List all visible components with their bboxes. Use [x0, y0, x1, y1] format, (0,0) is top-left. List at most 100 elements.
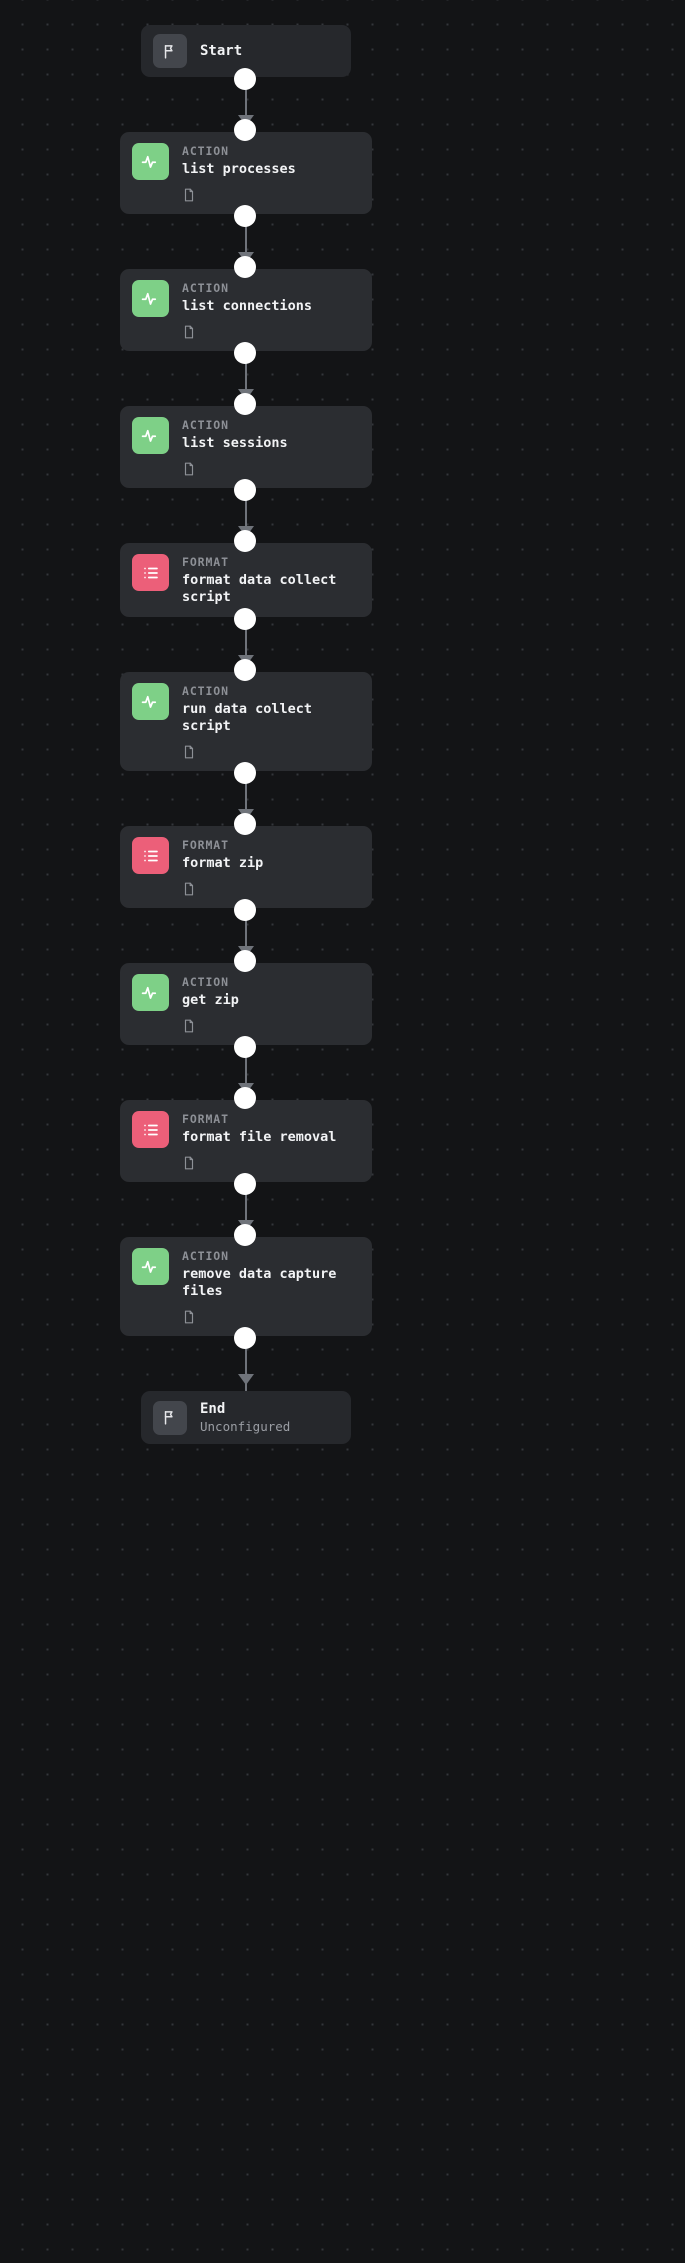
end-node[interactable]: End Unconfigured — [141, 1391, 351, 1444]
connector-dot-bottom[interactable] — [234, 659, 256, 681]
flag-icon — [153, 1400, 187, 1435]
node-kicker: ACTION — [182, 281, 229, 295]
connector-dot-bottom[interactable] — [234, 950, 256, 972]
workflow-node-format-zip[interactable]: FORMAT format zip — [120, 826, 372, 908]
node-title: format file removal — [182, 1129, 337, 1145]
start-node-label: Start — [200, 43, 243, 59]
node-title: remove data capture files — [182, 1266, 337, 1299]
end-node-status: Unconfigured — [200, 1419, 291, 1434]
list-icon — [132, 1111, 169, 1148]
connector — [120, 608, 372, 681]
connector-dot-top[interactable] — [234, 1036, 256, 1058]
connector-line — [245, 617, 247, 672]
connector-line — [245, 908, 247, 963]
node-title: run data collect script — [182, 701, 313, 734]
connector-dot-bottom[interactable] — [234, 256, 256, 278]
node-title: get zip — [182, 992, 239, 1008]
connector — [120, 899, 372, 972]
document-icon[interactable] — [182, 461, 360, 477]
connector-dot-bottom[interactable] — [234, 119, 256, 141]
connector-line — [245, 351, 247, 406]
node-title: list sessions — [182, 435, 288, 451]
node-body: ACTION run data collect script — [182, 683, 360, 760]
connector-dot-top[interactable] — [234, 342, 256, 364]
connector-dot-top[interactable] — [234, 899, 256, 921]
connector-end — [120, 1327, 372, 1391]
node-title: list connections — [182, 298, 313, 314]
end-node-body: End Unconfigured — [200, 1400, 339, 1435]
node-title: format data collect script — [182, 572, 337, 605]
node-kicker: ACTION — [182, 418, 229, 432]
connector-line — [245, 1336, 247, 1391]
document-icon[interactable] — [182, 1018, 360, 1034]
connector-line — [245, 1182, 247, 1237]
end-node-label: End — [200, 1401, 226, 1417]
connector — [120, 479, 372, 552]
node-kicker: ACTION — [182, 1249, 229, 1263]
workflow-node-remove-data-capture-files[interactable]: ACTION remove data capture files — [120, 1237, 372, 1336]
workflow-node-list-sessions[interactable]: ACTION list sessions — [120, 406, 372, 488]
connector-dot-bottom[interactable] — [234, 530, 256, 552]
start-node-body: Start — [200, 42, 339, 60]
node-kicker: ACTION — [182, 144, 229, 158]
document-icon[interactable] — [182, 324, 360, 340]
connector-line — [245, 214, 247, 269]
connector — [120, 762, 372, 835]
node-kicker: ACTION — [182, 975, 229, 989]
connector-line — [245, 771, 247, 826]
document-icon[interactable] — [182, 881, 360, 897]
workflow-node-list-processes[interactable]: ACTION list processes — [120, 132, 372, 214]
document-icon[interactable] — [182, 744, 360, 760]
node-title: list processes — [182, 161, 296, 177]
node-body: FORMAT format zip — [182, 837, 360, 897]
connector-dot-top[interactable] — [234, 1327, 256, 1349]
node-body: ACTION list sessions — [182, 417, 360, 477]
connector-line — [245, 488, 247, 543]
workflow-node-run-data-collect-script[interactable]: ACTION run data collect script — [120, 672, 372, 771]
node-body: FORMAT format file removal — [182, 1111, 360, 1171]
connector-line — [245, 77, 247, 132]
workflow-node-format-file-removal[interactable]: FORMAT format file removal — [120, 1100, 372, 1182]
list-icon — [132, 837, 169, 874]
workflow-node-format-data-collect-script[interactable]: FORMAT format data collect script — [120, 543, 372, 617]
connector-dot-top[interactable] — [234, 205, 256, 227]
connector-dot-bottom[interactable] — [234, 393, 256, 415]
node-kicker: FORMAT — [182, 1112, 229, 1126]
pulse-icon — [132, 417, 169, 454]
pulse-icon — [132, 280, 169, 317]
connector — [120, 1173, 372, 1246]
list-icon — [132, 554, 169, 591]
connector-dot-top[interactable] — [234, 68, 256, 90]
workflow-node-list-connections[interactable]: ACTION list connections — [120, 269, 372, 351]
pulse-icon — [132, 974, 169, 1011]
document-icon[interactable] — [182, 1309, 360, 1325]
node-body: ACTION get zip — [182, 974, 360, 1034]
pulse-icon — [132, 683, 169, 720]
connector-arrow — [238, 1374, 254, 1385]
node-title: format zip — [182, 855, 264, 871]
node-body: ACTION remove data capture files — [182, 1248, 360, 1325]
connector-dot-bottom[interactable] — [234, 813, 256, 835]
connector — [120, 342, 372, 415]
node-body: FORMAT format data collect script — [182, 554, 360, 606]
pulse-icon — [132, 143, 169, 180]
workflow-node-get-zip[interactable]: ACTION get zip — [120, 963, 372, 1045]
connector-dot-bottom[interactable] — [234, 1087, 256, 1109]
connector-line — [245, 1045, 247, 1100]
workflow-flow: Start ACTION list processes ACTION — [120, 0, 372, 1444]
node-kicker: FORMAT — [182, 555, 229, 569]
node-kicker: ACTION — [182, 684, 229, 698]
document-icon[interactable] — [182, 187, 360, 203]
node-body: ACTION list processes — [182, 143, 360, 203]
node-kicker: FORMAT — [182, 838, 229, 852]
connector — [120, 68, 372, 141]
connector-dot-top[interactable] — [234, 608, 256, 630]
flag-icon — [153, 34, 187, 68]
document-icon[interactable] — [182, 1155, 360, 1171]
connector-dot-top[interactable] — [234, 762, 256, 784]
connector-dot-top[interactable] — [234, 1173, 256, 1195]
connector-dot-bottom[interactable] — [234, 1224, 256, 1246]
connector-dot-top[interactable] — [234, 479, 256, 501]
connector — [120, 205, 372, 278]
